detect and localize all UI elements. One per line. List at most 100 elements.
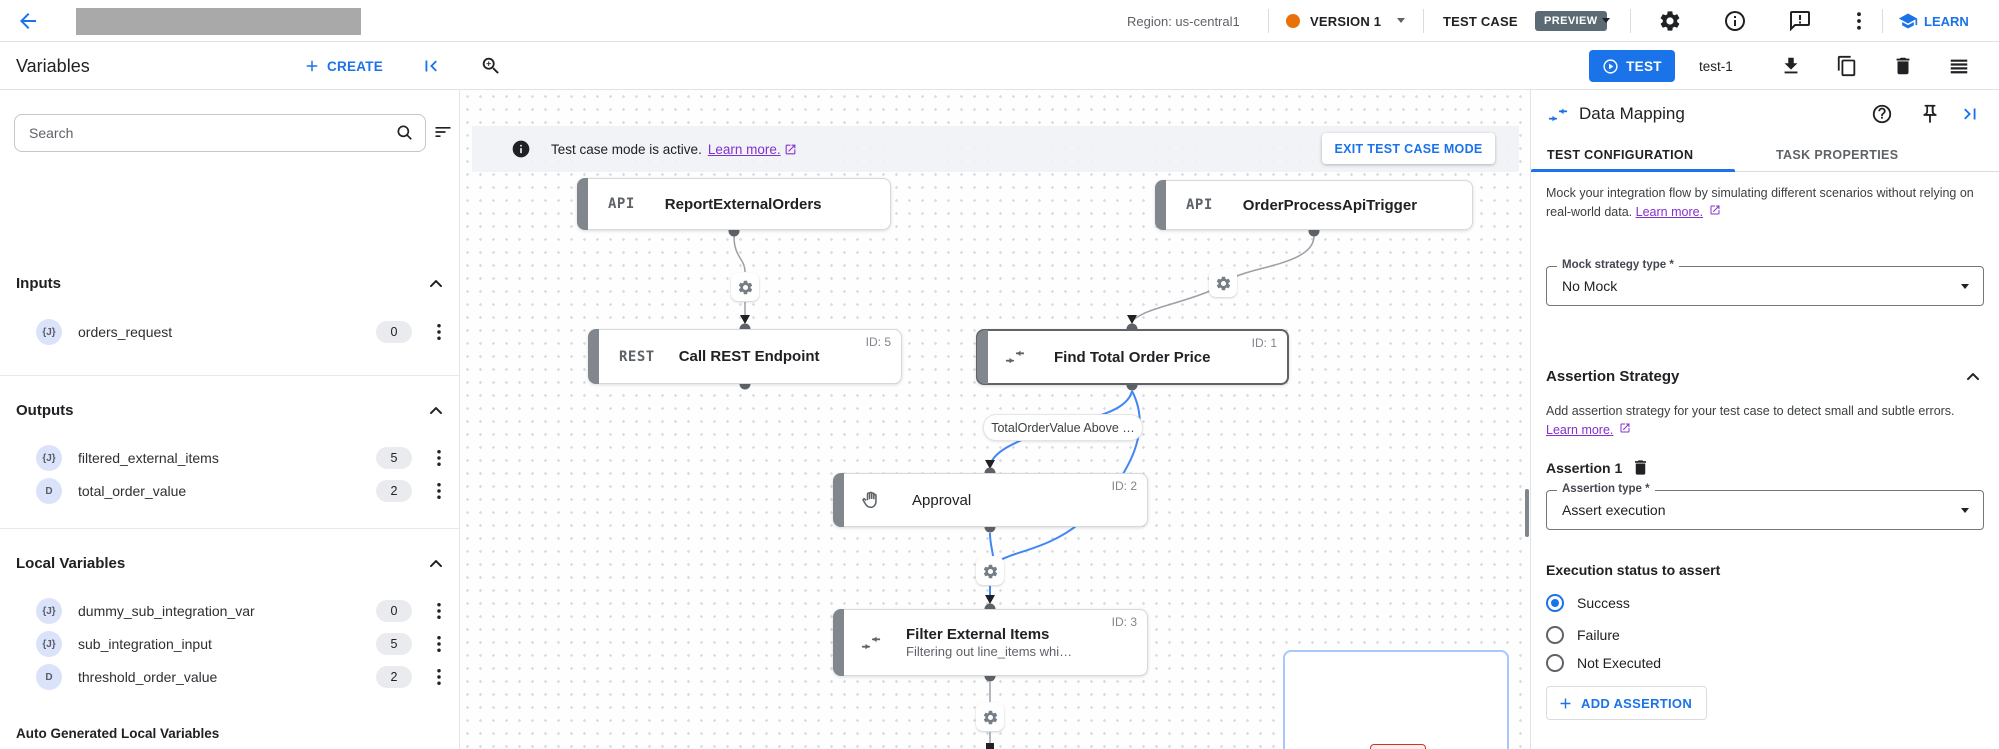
list-view-icon[interactable] xyxy=(1948,55,1970,77)
section-title-outputs: Outputs xyxy=(16,402,74,419)
row-kebab-icon[interactable] xyxy=(428,480,450,502)
version-status-dot xyxy=(1286,14,1300,28)
edge-gear-icon[interactable] xyxy=(976,557,1004,585)
integration-canvas[interactable]: API ReportExternalOrders API OrderProces… xyxy=(461,90,1530,749)
node-id: ID: 3 xyxy=(1111,615,1137,629)
radio-failure[interactable]: Failure xyxy=(1546,624,1620,646)
chevron-up-icon[interactable] xyxy=(426,274,446,294)
collapse-panel-icon[interactable] xyxy=(420,55,442,77)
more-options-kebab-icon[interactable] xyxy=(1847,9,1871,33)
integration-title-redacted xyxy=(76,8,361,35)
edge-gear-icon[interactable] xyxy=(731,273,759,301)
variable-row[interactable]: D total_order_value 2 xyxy=(0,476,460,506)
collapse-right-panel-icon[interactable] xyxy=(1959,103,1981,125)
assertion-description-text: Add assertion strategy for your test cas… xyxy=(1546,404,1955,418)
learn-button[interactable]: LEARN xyxy=(1898,0,1969,42)
variable-row[interactable]: {J} orders_request 0 xyxy=(0,317,460,347)
create-variable-button[interactable]: CREATE xyxy=(303,42,383,90)
row-kebab-icon[interactable] xyxy=(428,600,450,622)
radio-success[interactable]: Success xyxy=(1546,592,1630,614)
type-chip-json: {J} xyxy=(36,319,62,345)
usage-count-badge: 5 xyxy=(376,447,412,469)
row-kebab-icon[interactable] xyxy=(428,321,450,343)
divider xyxy=(1882,9,1883,33)
edge-gear-icon[interactable] xyxy=(976,703,1004,731)
type-chip-double: D xyxy=(36,664,62,690)
zoom-icon[interactable] xyxy=(480,55,502,77)
row-kebab-icon[interactable] xyxy=(428,633,450,655)
settings-gear-icon[interactable] xyxy=(1658,9,1682,33)
node-title: Find Total Order Price xyxy=(1054,348,1211,366)
mock-learn-more-link[interactable]: Learn more. xyxy=(1635,204,1704,219)
chevron-up-icon[interactable] xyxy=(426,554,446,574)
mock-strategy-select[interactable]: Mock strategy type * No Mock xyxy=(1546,259,1984,306)
panel-tabs: TEST CONFIGURATION TASK PROPERTIES xyxy=(1531,138,1999,172)
variable-name: threshold_order_value xyxy=(78,669,218,685)
copy-icon[interactable] xyxy=(1836,55,1858,77)
search-input[interactable] xyxy=(29,115,379,151)
variable-row[interactable]: {J} dummy_sub_integration_var 0 xyxy=(0,596,460,626)
node-filter-external-items[interactable]: Filter External Items Filtering out line… xyxy=(833,609,1148,676)
node-tag: API xyxy=(1186,197,1213,213)
select-caret-icon xyxy=(1961,508,1969,513)
node-report-external-orders[interactable]: API ReportExternalOrders xyxy=(577,178,891,230)
delete-assertion-icon[interactable] xyxy=(1631,458,1650,477)
radio-icon xyxy=(1546,626,1564,644)
radio-not-executed[interactable]: Not Executed xyxy=(1546,652,1661,674)
info-icon[interactable] xyxy=(1723,9,1747,33)
type-chip-json: {J} xyxy=(36,445,62,471)
divider xyxy=(1630,9,1631,33)
node-tag: REST xyxy=(619,348,655,365)
version-caret-icon[interactable] xyxy=(1397,18,1405,23)
edge-condition-label[interactable]: TotalOrderValue Above … xyxy=(983,414,1143,441)
type-chip-double: D xyxy=(36,478,62,504)
variable-row[interactable]: {J} filtered_external_items 5 xyxy=(0,443,460,473)
help-icon[interactable] xyxy=(1871,103,1893,125)
feedback-icon[interactable] xyxy=(1788,9,1812,33)
chevron-up-icon[interactable] xyxy=(426,401,446,421)
chevron-up-icon[interactable] xyxy=(1963,367,1983,387)
node-approval[interactable]: Approval ID: 2 xyxy=(833,473,1148,527)
create-label: CREATE xyxy=(327,58,384,74)
edge-gear-icon[interactable] xyxy=(1209,269,1237,297)
mock-description: Mock your integration flow by simulating… xyxy=(1546,184,1984,222)
back-icon[interactable] xyxy=(16,9,40,33)
test-button[interactable]: TEST xyxy=(1589,50,1675,82)
node-id: ID: 1 xyxy=(1251,336,1277,350)
version-selector[interactable]: VERSION 1 xyxy=(1310,13,1382,29)
variable-row[interactable]: D threshold_order_value 2 xyxy=(0,662,460,692)
download-icon[interactable] xyxy=(1780,55,1802,77)
exit-test-case-mode-button[interactable]: EXIT TEST CASE MODE xyxy=(1322,133,1495,164)
usage-count-badge: 0 xyxy=(376,321,412,343)
variables-title: Variables xyxy=(16,55,90,76)
node-call-rest-endpoint[interactable]: REST Call REST Endpoint ID: 5 xyxy=(588,329,902,384)
delete-icon[interactable] xyxy=(1892,55,1914,77)
sort-icon[interactable] xyxy=(433,122,453,142)
scrollbar-thumb[interactable] xyxy=(1525,489,1529,537)
pending-node-box[interactable] xyxy=(1283,650,1509,749)
divider xyxy=(1268,9,1269,33)
tab-task-properties[interactable]: TASK PROPERTIES xyxy=(1776,148,1899,162)
add-assertion-button[interactable]: ADD ASSERTION xyxy=(1546,686,1708,720)
test-case-caret-icon[interactable] xyxy=(1602,18,1610,23)
pin-icon[interactable] xyxy=(1919,103,1941,125)
node-title: Approval xyxy=(912,491,972,509)
variable-name: filtered_external_items xyxy=(78,450,219,466)
variable-name: sub_integration_input xyxy=(78,636,212,652)
section-divider xyxy=(0,375,459,376)
select-caret-icon xyxy=(1961,284,1969,289)
tab-test-configuration[interactable]: TEST CONFIGURATION xyxy=(1547,148,1694,162)
assertion-type-select[interactable]: Assertion type * Assert execution xyxy=(1546,483,1984,530)
row-kebab-icon[interactable] xyxy=(428,666,450,688)
node-order-process-api-trigger[interactable]: API OrderProcessApiTrigger xyxy=(1155,180,1473,230)
row-kebab-icon[interactable] xyxy=(428,447,450,469)
variable-row[interactable]: {J} sub_integration_input 5 xyxy=(0,629,460,659)
banner-learn-more-link[interactable]: Learn more. xyxy=(707,141,781,157)
assertion-description: Add assertion strategy for your test cas… xyxy=(1546,402,1984,440)
assertion-learn-more-link[interactable]: Learn more. xyxy=(1546,422,1614,437)
mock-strategy-value: No Mock xyxy=(1562,278,1618,294)
node-find-total-order-price[interactable]: Find Total Order Price ID: 1 xyxy=(976,329,1289,385)
usage-count-badge: 2 xyxy=(376,480,412,502)
preview-badge: PREVIEW xyxy=(1535,11,1607,31)
node-title: Call REST Endpoint xyxy=(678,348,820,365)
